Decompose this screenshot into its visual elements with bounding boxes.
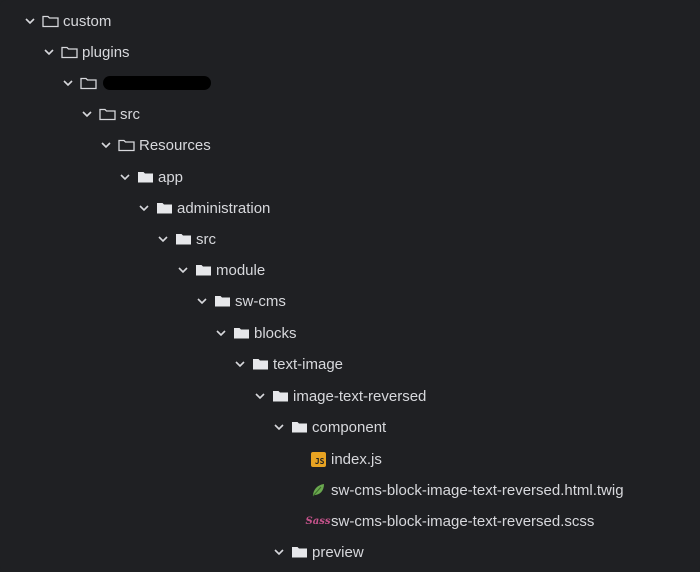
tree-item-label: custom [63,12,112,30]
chevron-down-icon[interactable] [79,106,95,122]
tree-item-redacted-plugin[interactable] [60,68,211,98]
tree-item-scss-file[interactable]: Sass sw-cms-block-image-text-reversed.sc… [290,506,595,536]
folder-icon [155,200,173,216]
tree-item-label: component [312,418,387,436]
tree-item-label: preview [312,543,364,561]
tree-item-blocks[interactable]: blocks [213,318,297,348]
redaction-bar [103,76,211,90]
tree-item-label: Resources [139,136,211,154]
tree-item-label: sw-cms [235,292,286,310]
tree-item-twig-file[interactable]: sw-cms-block-image-text-reversed.html.tw… [290,475,624,505]
chevron-down-icon[interactable] [98,137,114,153]
tree-item-text-image[interactable]: text-image [232,349,343,379]
chevron-down-icon[interactable] [41,44,57,60]
folder-icon [271,388,289,404]
chevron-down-icon[interactable] [194,293,210,309]
tree-item-preview[interactable]: preview [271,537,364,567]
folder-open-outline-icon [98,106,116,122]
folder-icon [290,419,308,435]
tree-item-administration[interactable]: administration [136,193,270,223]
tree-item-label: administration [177,199,271,217]
twig-leaf-icon [309,482,327,498]
chevron-down-icon[interactable] [271,544,287,560]
tree-item-label: blocks [254,324,297,342]
chevron-down-icon[interactable] [155,231,171,247]
folder-open-outline-icon [60,44,78,60]
tree-item-module[interactable]: module [175,255,265,285]
chevron-down-icon[interactable] [271,419,287,435]
folder-icon [213,293,231,309]
tree-item-label: plugins [82,43,130,61]
folder-open-outline-icon [79,75,97,91]
folder-icon [174,231,192,247]
folder-open-outline-icon [117,137,135,153]
folder-open-outline-icon [41,13,59,29]
chevron-down-icon[interactable] [117,169,133,185]
folder-icon [194,262,212,278]
tree-item-component[interactable]: component [271,412,386,442]
tree-item-label: sw-cms-block-image-text-reversed.scss [331,512,595,530]
sass-file-icon: Sass [305,515,331,527]
folder-icon [251,356,269,372]
tree-item-sw-cms[interactable]: sw-cms [194,286,286,316]
chevron-down-icon[interactable] [252,388,268,404]
tree-item-custom[interactable]: custom [22,6,111,36]
chevron-down-icon[interactable] [232,356,248,372]
tree-item-label: app [158,168,184,186]
tree-item-admin-src[interactable]: src [155,224,216,254]
chevron-down-icon[interactable] [213,325,229,341]
tree-item-label: text-image [273,355,344,373]
tree-item-label: index.js [331,450,382,468]
tree-item-index-js[interactable]: JS index.js [290,444,382,474]
folder-icon [290,544,308,560]
tree-item-image-text-reversed[interactable]: image-text-reversed [252,381,426,411]
tree-item-label: src [120,105,140,123]
tree-item-label: module [216,261,266,279]
folder-icon [232,325,250,341]
tree-item-plugins[interactable]: plugins [41,37,130,67]
tree-item-resources[interactable]: Resources [98,130,211,160]
folder-icon [136,169,154,185]
chevron-down-icon[interactable] [136,200,152,216]
chevron-down-icon[interactable] [175,262,191,278]
tree-item-src[interactable]: src [79,99,140,129]
tree-item-label: image-text-reversed [293,387,427,405]
tree-item-label: sw-cms-block-image-text-reversed.html.tw… [331,481,624,499]
chevron-down-icon[interactable] [22,13,38,29]
chevron-down-icon[interactable] [60,75,76,91]
js-file-icon: JS [309,451,327,467]
tree-item-label: src [196,230,216,248]
tree-item-app[interactable]: app [117,162,183,192]
